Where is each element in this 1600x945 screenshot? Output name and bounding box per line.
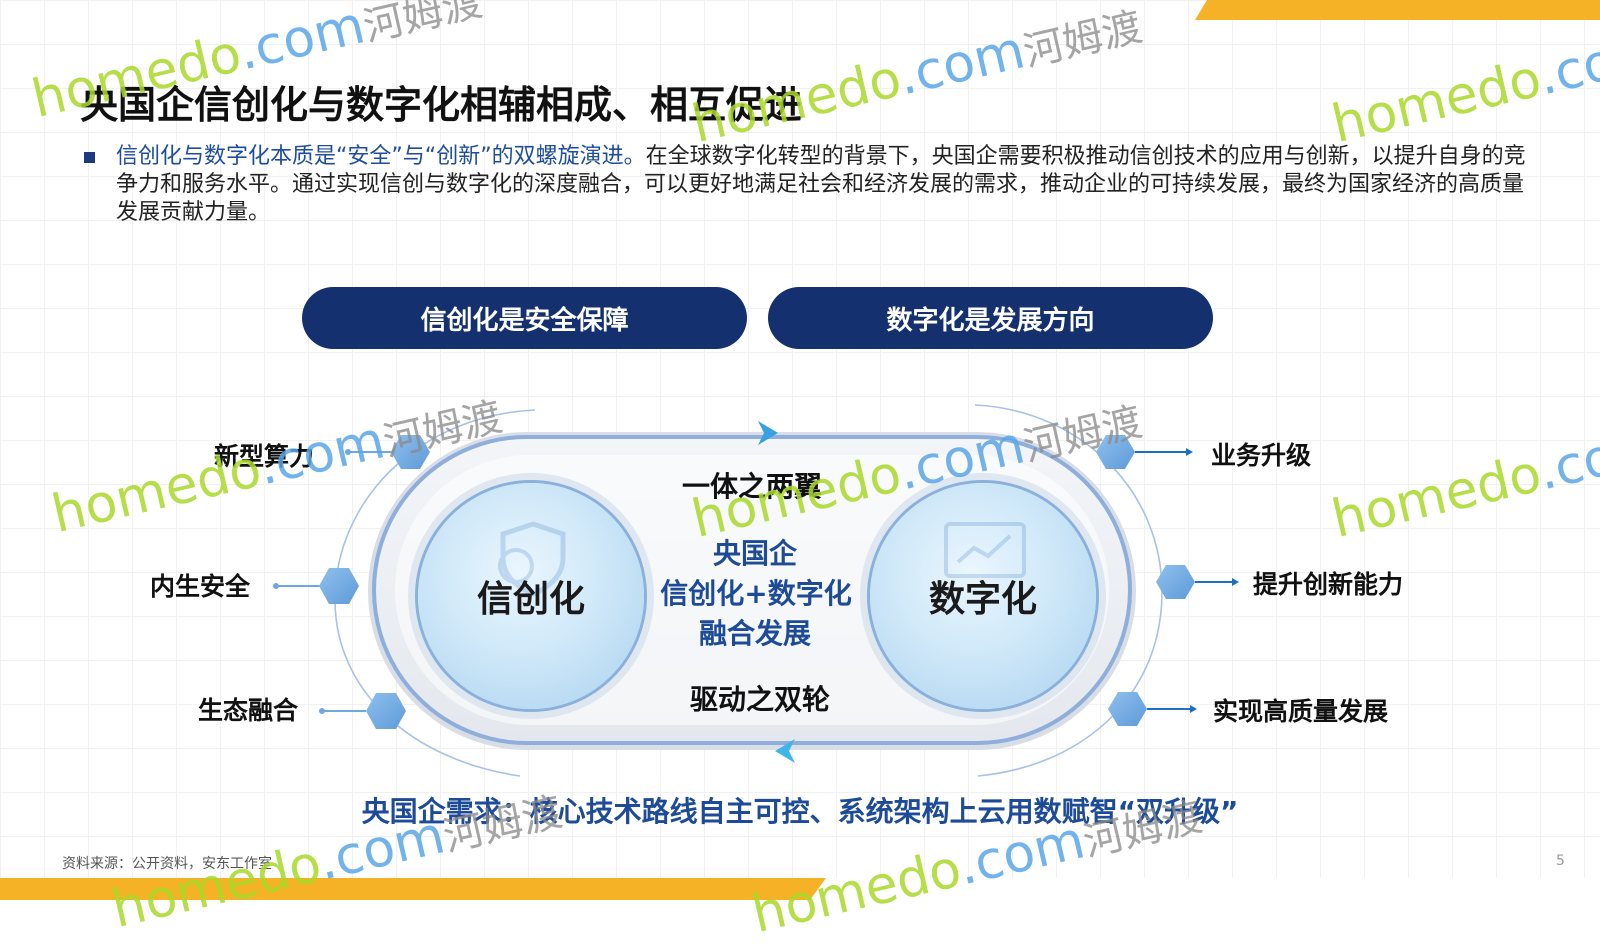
monitor-chart-icon xyxy=(944,522,1026,578)
digital-circle: 数字化 xyxy=(870,483,1096,709)
hexagon-left-3 xyxy=(366,693,406,729)
hexagon-right-2 xyxy=(1156,565,1195,599)
left-item-1: 新型算力 xyxy=(214,442,315,471)
left-item-2: 内生安全 xyxy=(150,572,251,601)
source-note: 资料来源：公开资料，安东工作室 xyxy=(62,856,272,872)
bottom-bar-cut xyxy=(810,878,1600,900)
page-number: 5 xyxy=(1556,853,1565,869)
hexagon-right-1 xyxy=(1096,435,1135,469)
paragraph-highlight: 信创化与数字化本质是“安全”与“创新”的双螺旋演进。 xyxy=(116,144,646,169)
right-item-3: 实现高质量发展 xyxy=(1213,697,1389,726)
intro-paragraph: 信创化与数字化本质是“安全”与“创新”的双螺旋演进。在全球数字化转型的背景下，央… xyxy=(116,143,1536,227)
demand-claim: 央国企需求：核心技术路线自主可控、系统架构上云用数赋智“双升级” xyxy=(361,795,1239,828)
shield-icon xyxy=(498,521,566,597)
center-line-2: 信创化+数字化 xyxy=(660,577,852,610)
digital-label: 数字化 xyxy=(928,579,1037,620)
center-line-3: 融合发展 xyxy=(698,617,811,650)
xinchuang-label: 信创化 xyxy=(476,579,585,620)
right-item-2: 提升创新能力 xyxy=(1253,570,1404,599)
xinchuang-circle: 信创化 xyxy=(418,483,644,709)
bottom-flow-arrow-icon xyxy=(775,739,795,763)
development-pill: 数字化是发展方向 xyxy=(768,287,1213,349)
hexagon-right-3 xyxy=(1108,692,1147,726)
slide-title: 央国企信创化与数字化相辅相成、相互促进 xyxy=(80,83,803,127)
center-line-1: 央国企 xyxy=(712,537,797,570)
paragraph-rest: 在全球数字化转型的背景下，央国企需要积极推动信创技术的应用与创新，以提升自身的竞… xyxy=(116,144,1526,225)
bullet-square-icon xyxy=(84,152,95,163)
top-accent-bar xyxy=(1195,0,1600,20)
center-top-text: 一体之两翼 xyxy=(682,470,823,503)
hexagon-left-1 xyxy=(391,435,430,469)
right-item-1: 业务升级 xyxy=(1211,441,1312,470)
top-flow-arrow-icon xyxy=(758,421,778,445)
center-bottom-text: 驱动之双轮 xyxy=(690,683,831,716)
security-pill: 信创化是安全保障 xyxy=(302,287,747,349)
left-item-3: 生态融合 xyxy=(198,696,299,725)
hexagon-left-2 xyxy=(319,568,359,604)
